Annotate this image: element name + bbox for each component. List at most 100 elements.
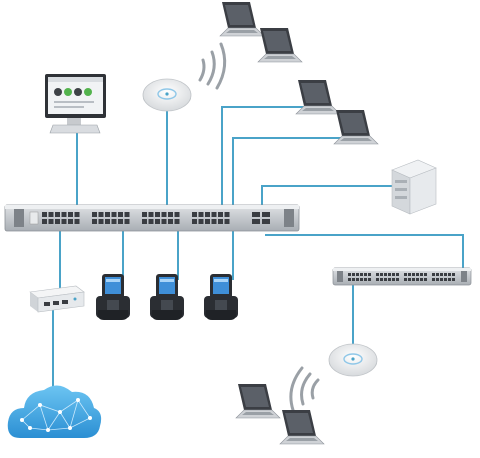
switch-port <box>444 273 447 276</box>
switch-port <box>92 212 97 217</box>
switch-port <box>360 278 363 281</box>
switch-port <box>124 219 130 224</box>
cables <box>52 106 464 395</box>
switch-port <box>142 212 147 217</box>
server <box>391 159 437 215</box>
switch-port <box>424 278 427 281</box>
main-switch <box>4 204 300 232</box>
switch-port <box>68 212 73 217</box>
switch-port <box>218 219 223 224</box>
switch-port <box>224 212 230 217</box>
switch-port <box>376 278 379 281</box>
switch-port <box>74 212 80 217</box>
switch-port <box>211 219 217 224</box>
switch-port <box>380 273 383 276</box>
switch-port <box>174 219 180 224</box>
switch-port <box>224 219 230 224</box>
switch-port <box>368 273 371 276</box>
switch-port <box>384 273 387 276</box>
switch-port <box>432 273 435 276</box>
switch-port <box>198 219 204 224</box>
switch-port <box>105 212 110 217</box>
switch-port <box>74 219 80 224</box>
switch-port <box>412 273 415 276</box>
switch-port <box>155 219 160 224</box>
router <box>29 285 85 313</box>
laptop-wireless-3 <box>235 383 281 419</box>
switch-port <box>192 219 197 224</box>
switch-port <box>155 212 160 217</box>
switch-port <box>356 273 359 276</box>
switch-port <box>98 212 104 217</box>
switch-port <box>211 212 217 217</box>
switch-port <box>61 212 67 217</box>
switch-port <box>376 273 379 276</box>
internet-cloud <box>7 385 102 438</box>
switch-port <box>396 273 399 276</box>
switch-port <box>55 212 60 217</box>
switch-port <box>205 212 210 217</box>
switch-port <box>48 212 54 217</box>
laptop-wired-1 <box>295 79 341 115</box>
switch-port <box>161 219 167 224</box>
laptop-wireless-2 <box>257 27 303 63</box>
switch-port <box>205 219 210 224</box>
switch-port <box>380 278 383 281</box>
switch-port <box>440 273 443 276</box>
laptop-wired-2 <box>333 109 379 145</box>
switch-port <box>384 278 387 281</box>
switch-port <box>218 212 223 217</box>
switch-port <box>198 212 204 217</box>
switch-port <box>105 219 110 224</box>
voip-phone-1 <box>96 274 130 320</box>
switch-port <box>142 219 147 224</box>
cable-laptop-wired-1 <box>221 106 304 215</box>
switch-port <box>68 219 73 224</box>
wifi-waves-bottom <box>289 366 320 412</box>
switch-port <box>192 212 197 217</box>
switch-port <box>444 278 447 281</box>
laptop-wireless-4 <box>279 409 325 445</box>
switch-port <box>174 212 180 217</box>
switch-port <box>396 278 399 281</box>
switch-port <box>408 278 411 281</box>
switch-port <box>436 278 439 281</box>
switch-port <box>368 278 371 281</box>
switch-port <box>348 278 351 281</box>
switch-port <box>404 278 407 281</box>
switch-port <box>148 212 154 217</box>
switch-port <box>448 278 451 281</box>
switch-port <box>412 278 415 281</box>
switch-port <box>118 212 123 217</box>
switch-port <box>161 212 167 217</box>
switch-port <box>124 212 130 217</box>
switch-port <box>352 273 355 276</box>
switch-port <box>416 273 419 276</box>
wifi-waves-top <box>198 42 227 90</box>
main-switch-ports <box>42 212 230 224</box>
switch-port <box>448 273 451 276</box>
switch-port <box>111 219 117 224</box>
switch-port <box>168 212 173 217</box>
secondary-switch <box>332 267 472 286</box>
switch-port <box>432 278 435 281</box>
switch-port <box>420 273 423 276</box>
switch-port <box>48 219 54 224</box>
switch-port <box>440 278 443 281</box>
switch-port <box>148 219 154 224</box>
secondary-switch-ports <box>348 273 455 281</box>
switch-port <box>111 212 117 217</box>
voip-phone-3 <box>204 274 238 320</box>
switch-port <box>55 219 60 224</box>
switch-port <box>420 278 423 281</box>
switch-port <box>364 273 367 276</box>
switch-port <box>42 212 47 217</box>
cable-secondary-switch <box>265 234 464 268</box>
switch-port <box>424 273 427 276</box>
switch-port <box>388 278 391 281</box>
switch-port <box>416 278 419 281</box>
switch-port <box>452 278 455 281</box>
switch-port <box>42 219 47 224</box>
switch-port <box>118 219 123 224</box>
